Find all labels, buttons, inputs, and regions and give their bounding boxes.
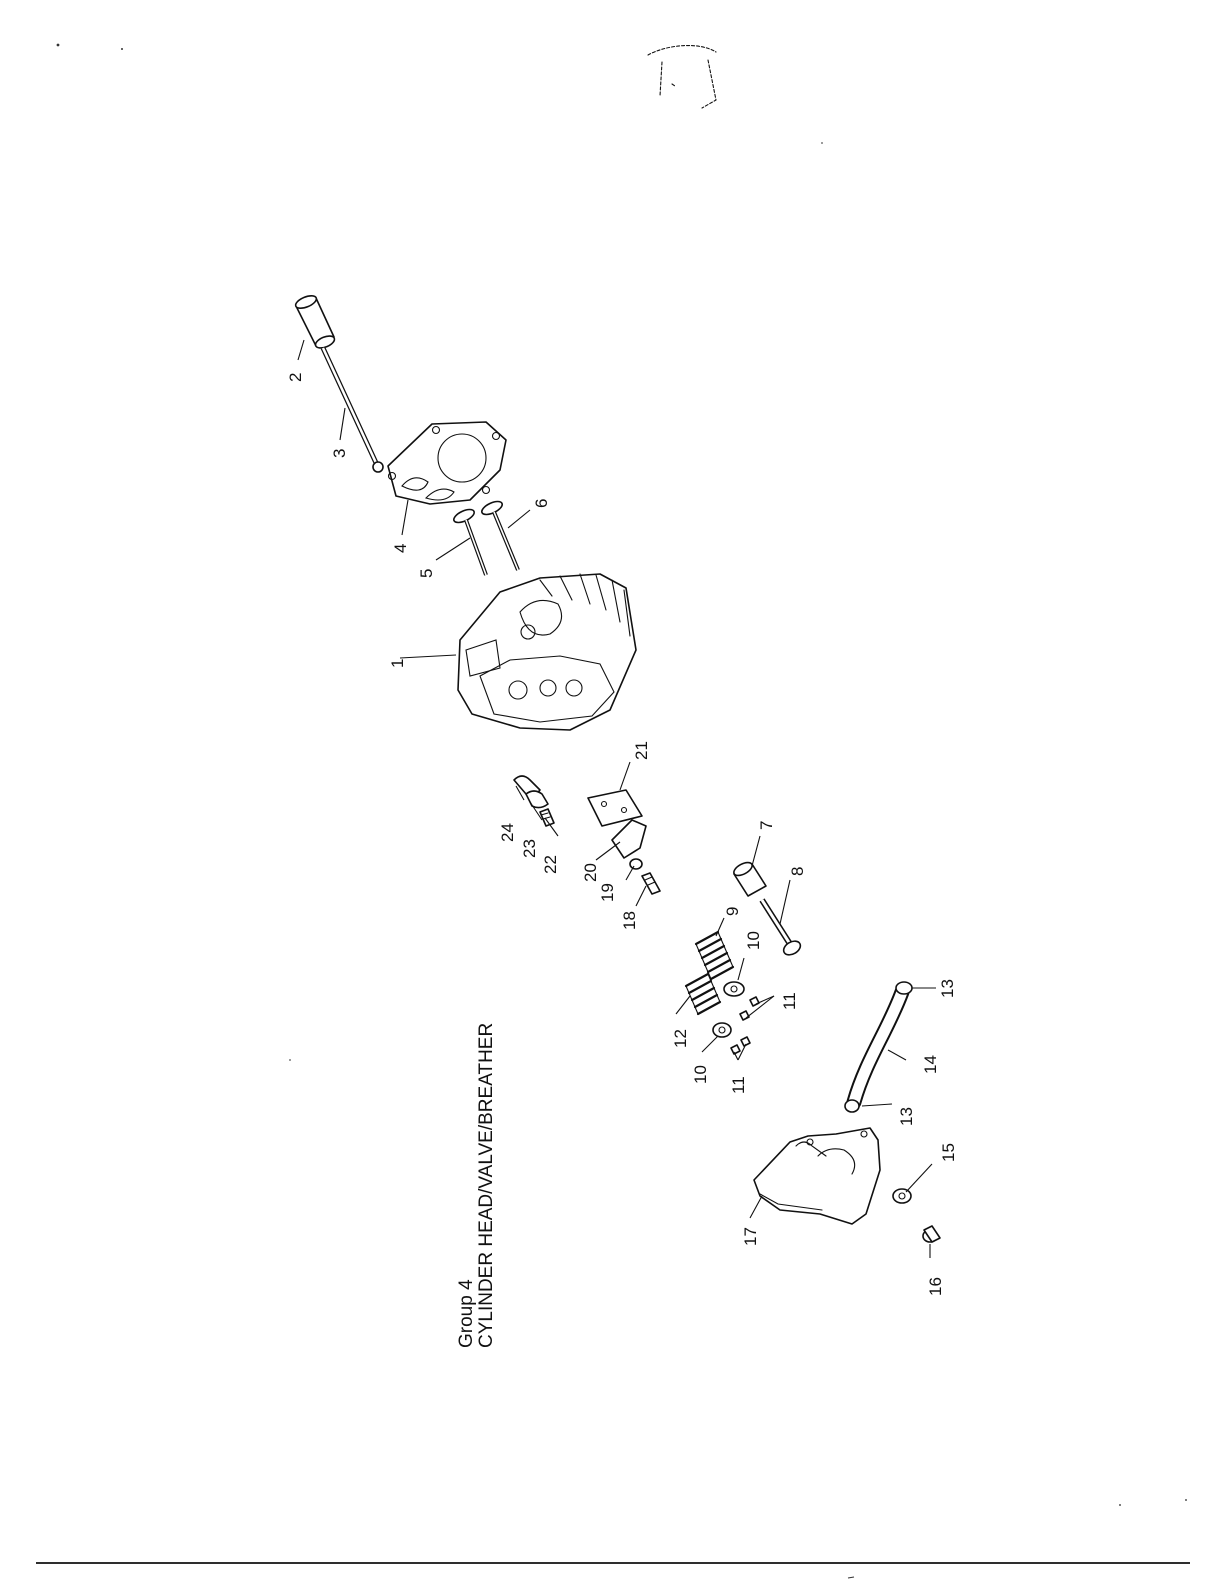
- head-gasket-part: [387, 421, 507, 505]
- valve-spring-part: [694, 930, 735, 981]
- breather-retainer-part: [611, 819, 647, 859]
- callout-12: 12: [671, 1029, 690, 1048]
- breather-lever-parts: [513, 775, 555, 827]
- cover-bolt-part: [922, 1225, 941, 1243]
- callout-3: 3: [330, 449, 349, 458]
- callout-18: 18: [620, 911, 639, 930]
- callout-8: 8: [788, 867, 807, 876]
- callout-2: 2: [286, 373, 305, 382]
- breather-cover-part: [753, 1127, 881, 1225]
- callout-14: 14: [921, 1055, 940, 1074]
- callout-6: 6: [532, 499, 551, 508]
- callout-10-lower: 10: [691, 1065, 710, 1084]
- callout-13-upper: 13: [938, 979, 957, 998]
- callout-16: 16: [926, 1277, 945, 1296]
- spring-retainer-parts: [712, 981, 745, 1038]
- sleeve-part: [733, 861, 767, 897]
- callout-10-upper: 10: [744, 931, 763, 950]
- stud-bolt-part: [759, 898, 802, 956]
- callout-21: 21: [632, 741, 651, 760]
- valve-spring-part-2: [684, 972, 722, 1016]
- intake-valve-part: [453, 508, 488, 576]
- diagram-caption: Group 4 CYLINDER HEAD/VALVE/BREATHER: [456, 1023, 497, 1348]
- callout-15: 15: [939, 1143, 958, 1162]
- callout-11-upper: 11: [780, 992, 799, 1010]
- exhaust-valve-part: [481, 500, 520, 571]
- group-label: Group 4: [456, 1279, 477, 1348]
- callout-11-lower: 11: [729, 1076, 748, 1094]
- parts: [294, 294, 941, 1243]
- washer-and-bolt-parts: [629, 858, 661, 895]
- callout-13-lower: 13: [897, 1107, 916, 1126]
- breather-hose-part: [844, 981, 913, 1113]
- callout-7: 7: [757, 821, 776, 830]
- cylinder-head-part: [457, 573, 637, 731]
- callout-19: 19: [598, 883, 617, 902]
- callout-24: 24: [498, 823, 517, 842]
- callout-22: 22: [541, 855, 560, 874]
- callout-labels: 1 2 3 4 5 6 21 24 23 22 20 19 18 7 8 9 1…: [286, 373, 958, 1296]
- callout-1: 1: [388, 659, 407, 668]
- diagram-title: CYLINDER HEAD/VALVE/BREATHER: [476, 1023, 497, 1348]
- callout-23: 23: [520, 839, 539, 858]
- callout-9: 9: [723, 907, 742, 916]
- cover-washer-part: [892, 1188, 912, 1204]
- callout-4: 4: [391, 544, 410, 553]
- callout-5: 5: [417, 569, 436, 578]
- tappet-part: [294, 294, 336, 349]
- breather-plate-part: [587, 789, 643, 827]
- leader-lines: [297, 339, 936, 1258]
- scan-marks: [36, 43, 1190, 1579]
- push-rod-part: [320, 346, 384, 473]
- callout-17: 17: [741, 1227, 760, 1246]
- callout-20: 20: [581, 863, 600, 882]
